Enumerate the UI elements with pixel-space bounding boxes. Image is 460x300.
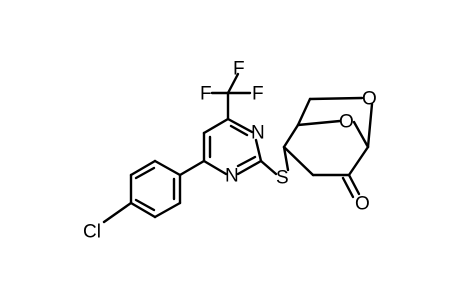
bond-cf3-c-f1: [226, 72, 240, 95]
atom-labels: F F F N N S Cl O O O: [83, 59, 377, 243]
bond-pyr-n1-c2-double: [236, 155, 257, 168]
bond-ph-1: [153, 159, 182, 177]
atom-o-bridge-lower: O: [339, 112, 354, 133]
bond-ph-2: [129, 159, 157, 177]
atom-s: S: [276, 168, 289, 189]
atom-o-ketone: O: [355, 194, 370, 215]
bond-pyr-c4-c5: [202, 117, 230, 135]
bonds: [102, 72, 374, 224]
bond-ph-2-double: [134, 166, 156, 180]
atom-cl: Cl: [83, 222, 101, 243]
bond-ph-4-double: [134, 198, 156, 212]
bond-s-cbicyclic: [282, 145, 290, 172]
bond-ph-5: [153, 201, 182, 219]
bond-bic-c3-c4: [282, 145, 315, 177]
atom-f-left: F: [200, 84, 212, 105]
bond-pyr-c6-n1: [202, 159, 228, 176]
bond-pyr-c4-n3: [226, 117, 254, 134]
bond-bic-c4-c5: [282, 123, 300, 149]
bond-bic-c5-c6: [296, 97, 312, 127]
bond-pyr-n1-c2: [236, 159, 263, 176]
bond-c2-s: [259, 159, 278, 176]
atom-o-bridge-upper: O: [362, 89, 377, 110]
atom-n-top: N: [251, 123, 265, 144]
atom-f-right: F: [252, 84, 264, 105]
bond-bic-o8-c1: [352, 120, 370, 149]
bond-bic-o7-c1: [366, 102, 374, 149]
bond-bic-c1-c2: [347, 145, 370, 177]
atom-f-top: F: [233, 59, 245, 80]
atom-n-bottom: N: [225, 166, 239, 187]
bond-pyr-phenyl: [178, 159, 206, 177]
bond-pyr-c2-n3: [254, 138, 263, 163]
bond-ph-4: [129, 201, 157, 219]
bond-pyr-c4-n3-double: [229, 124, 249, 137]
bond-ketone-2: [341, 176, 355, 199]
bond-bic-c5-o8: [296, 119, 342, 127]
bond-ketone-1: [347, 173, 361, 196]
bond-bic-c6-o7: [308, 96, 364, 101]
bond-c-cl: [102, 201, 133, 224]
